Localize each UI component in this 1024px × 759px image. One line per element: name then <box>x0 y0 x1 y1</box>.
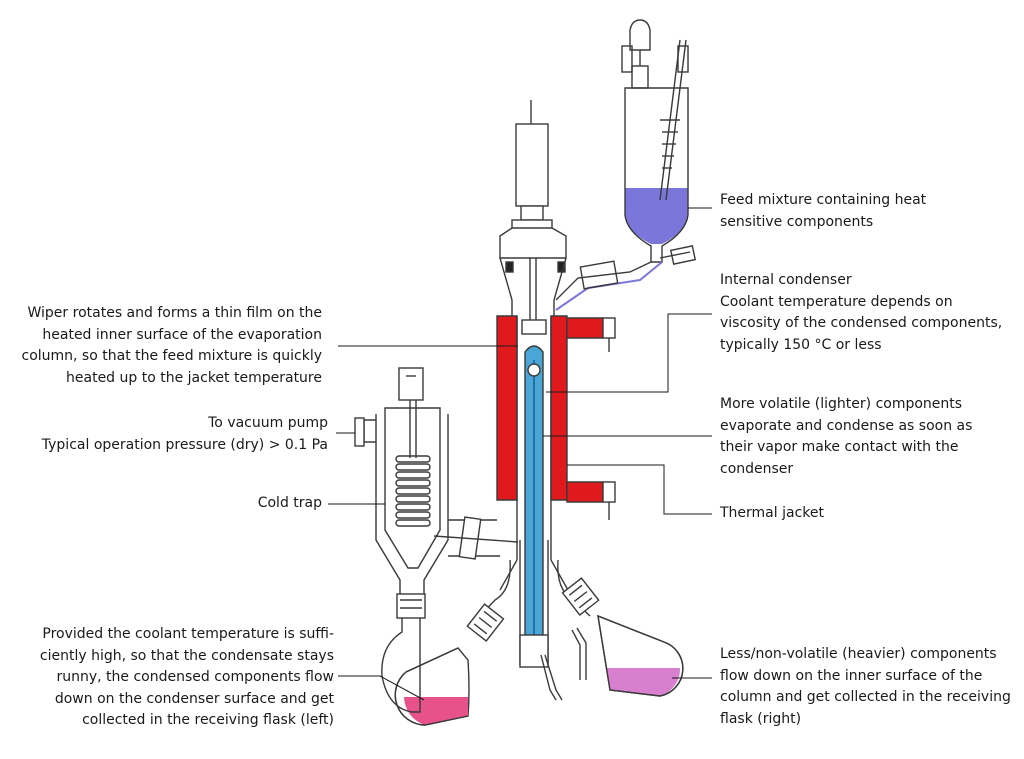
wiper-label-line: Wiper rotates and forms a thin film on t… <box>27 305 323 321</box>
internal-condenser-label: Internal condenser Coolant temperature d… <box>720 270 1002 356</box>
wiper-label-line: heated up to the jacket temperature <box>66 369 322 386</box>
thermal-jacket-label: Thermal jacket <box>720 503 824 525</box>
leader-distillate <box>338 675 425 701</box>
feed-mixture-label: Feed mixture containing heat sensitive c… <box>720 190 926 233</box>
wiper-label-line: heated inner surface of the evaporation <box>42 326 322 343</box>
top-flange <box>499 227 567 316</box>
feed-label-line: Feed mixture containing heat <box>720 192 927 208</box>
right-receiving-flask <box>561 577 684 697</box>
residue-label-line: flow down on the inner surface of the <box>720 667 983 684</box>
feed-label-line: sensitive components <box>720 213 874 230</box>
vacuum-label-line: To vacuum pump <box>208 415 328 431</box>
evaporation-column <box>516 316 552 560</box>
distillate-label-line: runny, the condensed components flow <box>56 669 334 685</box>
residue-label-line: Less/non-volatile (heavier) components <box>720 646 997 662</box>
residue-label-line: flask (right) <box>720 710 802 727</box>
motor-drive <box>511 100 553 320</box>
left-receiving-flask <box>394 603 505 726</box>
residue-label: Less/non-volatile (heavier) components f… <box>720 644 1011 730</box>
volatile-label-line: evaporate and condense as soon as <box>720 417 973 434</box>
volatile-label-line: condenser <box>720 460 794 477</box>
cold-trap-label: Cold trap <box>258 493 322 515</box>
leader-condenser <box>546 313 712 393</box>
leader-lines <box>328 207 712 701</box>
residue-label-line: column and get collected in the receivin… <box>720 689 1011 705</box>
cold-trap <box>354 367 519 713</box>
distillate-label: Provided the coolant temperature is suff… <box>40 624 334 732</box>
volatile-label-line: More volatile (lighter) components <box>720 396 963 412</box>
distillate-label-line: collected in the receiving flask (left) <box>82 712 334 728</box>
volatile-label-line: their vapor make contact with the <box>720 439 959 455</box>
wiper-label: Wiper rotates and forms a thin film on t… <box>22 303 323 389</box>
jacket-label-line: Thermal jacket <box>720 505 824 521</box>
distillate-label-line: ciently high, so that the condensate sta… <box>39 647 334 664</box>
condenser-label-line: typically 150 °C or less <box>720 336 882 353</box>
thermal-jacket <box>496 315 616 520</box>
internal-condenser <box>519 345 587 701</box>
volatile-components-label: More volatile (lighter) components evapo… <box>720 394 972 480</box>
wiper-label-line: column, so that the feed mixture is quic… <box>21 348 323 364</box>
vacuum-label-line: Typical operation pressure (dry) > 0.1 P… <box>41 436 328 453</box>
cold-trap-coil <box>395 455 431 527</box>
condenser-label-line: Internal condenser <box>720 272 852 288</box>
condenser-label-line: viscosity of the condensed components, <box>720 315 1003 331</box>
vacuum-pump-label: To vacuum pump Typical operation pressur… <box>42 413 328 456</box>
distillate-label-line: down on the condenser surface and get <box>54 690 334 707</box>
condenser-label-line: Coolant temperature depends on <box>720 293 953 310</box>
leader-jacket <box>567 464 712 515</box>
coldtrap-label-line: Cold trap <box>257 495 322 511</box>
feed-liquid <box>625 188 688 244</box>
feed-funnel <box>555 19 697 311</box>
distillate-label-line: Provided the coolant temperature is suff… <box>42 626 334 642</box>
